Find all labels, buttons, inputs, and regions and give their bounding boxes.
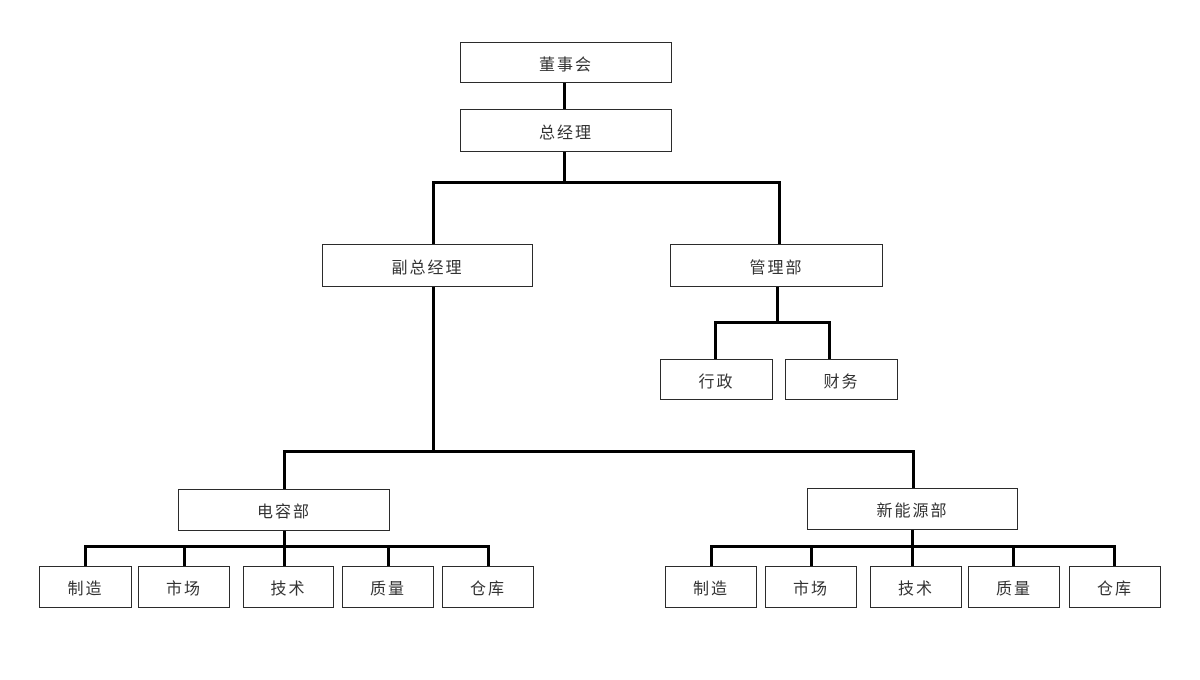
connector-to-ne-quality (1012, 545, 1015, 566)
node-cap-market: 市场 (138, 566, 230, 608)
connector-board-gm (563, 83, 566, 109)
connector-to-cap-technology (283, 545, 286, 566)
connector-gm-down (563, 151, 566, 183)
connector-management-horizontal (714, 321, 831, 324)
node-general-manager: 总经理 (460, 109, 672, 152)
connector-to-cap-market (183, 545, 186, 566)
connector-to-ne-warehouse (1113, 545, 1116, 566)
node-management-dept: 管理部 (670, 244, 883, 287)
connector-new-energy-down (911, 530, 914, 547)
node-cap-quality: 质量 (342, 566, 434, 608)
connector-to-ne-manufacturing (710, 545, 713, 566)
node-new-energy-dept: 新能源部 (807, 488, 1018, 530)
node-admin: 行政 (660, 359, 773, 400)
connector-to-cap-manufacturing (84, 545, 87, 566)
connector-level3-horizontal (283, 450, 915, 453)
connector-to-ne-technology (911, 545, 914, 566)
connector-to-admin (714, 321, 717, 359)
node-cap-manufacturing: 制造 (39, 566, 132, 608)
connector-capacitor-down (283, 531, 286, 547)
connector-to-cap-warehouse (487, 545, 490, 566)
node-ne-manufacturing: 制造 (665, 566, 757, 608)
connector-to-ne-market (810, 545, 813, 566)
node-cap-technology: 技术 (243, 566, 334, 608)
connector-to-cap-quality (387, 545, 390, 566)
node-deputy-general-manager: 副总经理 (322, 244, 533, 287)
connector-to-finance (828, 321, 831, 359)
connector-capacitor-children-horizontal (84, 545, 490, 548)
node-capacitor-dept: 电容部 (178, 489, 390, 531)
node-ne-warehouse: 仓库 (1069, 566, 1161, 608)
connector-level2-horizontal (432, 181, 781, 184)
connector-to-deputy-gm (432, 181, 435, 244)
node-ne-market: 市场 (765, 566, 857, 608)
connector-deputy-gm-down (432, 287, 435, 452)
connector-management-down (776, 287, 779, 323)
connector-to-new-energy-dept (912, 450, 915, 488)
node-ne-quality: 质量 (968, 566, 1060, 608)
node-ne-technology: 技术 (870, 566, 962, 608)
node-finance: 财务 (785, 359, 898, 400)
connector-to-management (778, 181, 781, 244)
node-board: 董事会 (460, 42, 672, 83)
connector-to-capacitor-dept (283, 450, 286, 489)
node-cap-warehouse: 仓库 (442, 566, 534, 608)
